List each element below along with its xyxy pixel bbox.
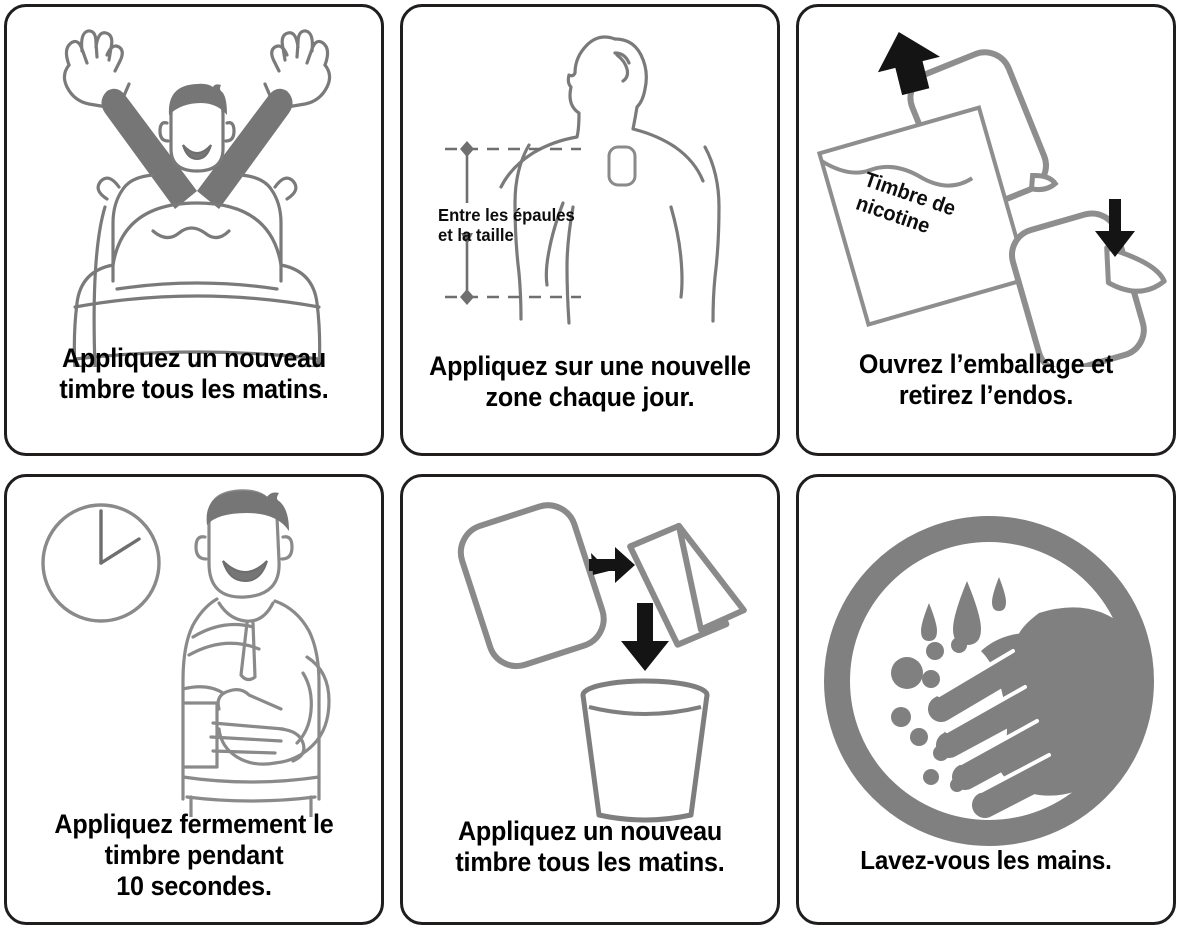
instruction-panel-1: Appliquez un nouveau timbre tous les mat… [4, 4, 384, 456]
instruction-panel-3: Timbre de nicotine Ouvrez l’emballage et… [796, 4, 1176, 456]
panel-3-caption: Ouvrez l’emballage et retirez l’endos. [858, 349, 1114, 410]
illustration-press-patch-with-clock [7, 477, 381, 817]
wash-hands-icon [799, 477, 1173, 865]
panel-6-caption: Lavez-vous les mains. [860, 845, 1112, 875]
panel-2-caption: Appliquez sur une nouvelle zone chaque j… [429, 351, 751, 412]
panel-4-caption: Appliquez fermement le timbre pendant 10… [54, 809, 334, 901]
instruction-panel-2: Entre les épaules et la taille Appliquez… [400, 4, 780, 456]
instruction-panel-5: Appliquez un nouveau timbre tous les mat… [400, 474, 780, 925]
patch-zone-label: Entre les épaules et la taille [438, 205, 575, 245]
illustration-open-pouch-remove-liner [799, 7, 1173, 367]
illustration-discard-patch-in-bin [403, 477, 777, 827]
illustration-torso-patch-zone [403, 7, 777, 367]
panel-1-caption: Appliquez un nouveau timbre tous les mat… [59, 343, 329, 404]
illustration-man-waking-in-bed [7, 7, 381, 367]
instruction-panel-4: 10 s Appliquez fermement le timbre penda… [4, 474, 384, 925]
instruction-panel-6: Lavez-vous les mains. [796, 474, 1176, 925]
panel-5-caption: Appliquez un nouveau timbre tous les mat… [455, 816, 725, 877]
